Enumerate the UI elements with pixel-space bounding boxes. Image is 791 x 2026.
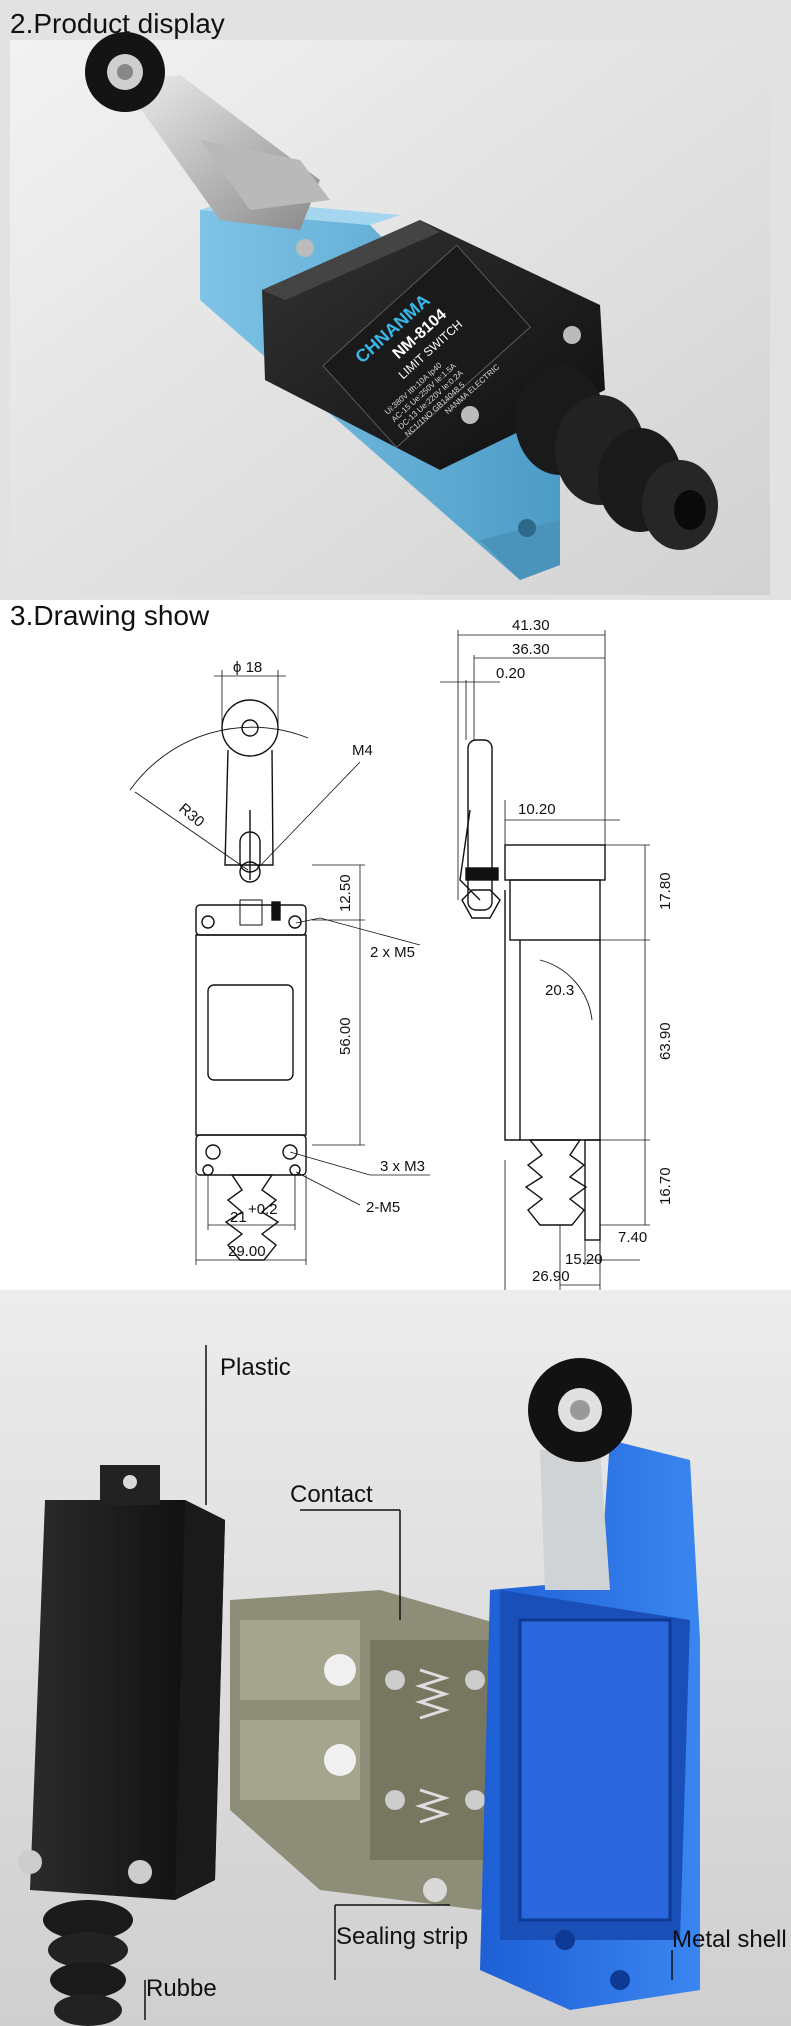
dim-56-00: 56.00 [337,1017,354,1055]
exploded-view: Plastic Contact Sealing strip Metal shel… [0,1290,791,2026]
label-contact: Contact [290,1481,373,1508]
dim-roller-dia: ϕ 18 [233,659,262,676]
dim-41-30: 41.30 [512,617,550,634]
rubber-boot-part [43,1900,133,2026]
dim-21-tolerance: +0.2 [248,1201,278,1218]
contact-block-part [230,1590,530,1910]
product-display-section: 2.Product display [0,0,791,600]
screw-icon [296,239,314,257]
drawing-show-heading: 3.Drawing show [10,600,210,631]
dim-10-20: 10.20 [518,801,556,818]
dim-17-80: 17.80 [657,872,674,910]
dim-63-90: 63.90 [657,1022,674,1060]
dim-21: 21 [230,1209,247,1226]
label-rubber: Rubbe [146,1975,217,2002]
rubber-boot [515,365,718,550]
side-view [440,630,650,1290]
plastic-housing-part [18,1465,225,2026]
dim-16-70: 16.70 [657,1167,674,1205]
screw-icon [461,406,479,424]
dim-20-3: 20.3 [545,982,574,999]
product-photo: CHNANMA NM-8104 LIMIT SWITCH Ui:380V Ith… [10,32,770,595]
dim-36-30: 36.30 [512,641,550,658]
dim-m4: M4 [352,742,373,759]
dim-3xm3: 3 x M3 [380,1158,425,1175]
dim-0-20: 0.20 [496,665,525,682]
label-sealing-strip: Sealing strip [336,1923,468,1950]
exploded-view-section: Plastic Contact Sealing strip Metal shel… [0,1290,791,2026]
dim-12-50: 12.50 [337,874,354,912]
dim-29-00: 29.00 [228,1243,266,1260]
label-metal-shell: Metal shell [672,1926,787,1953]
dim-7-40: 7.40 [618,1229,647,1246]
roller-arm [85,32,330,230]
technical-drawing: ϕ 18 M4 R30 12.50 2 x M5 56.00 3 x M3 2-… [129,617,674,1290]
screw-icon [563,326,581,344]
dim-2m5: 2-M5 [366,1199,400,1216]
label-plastic: Plastic [220,1354,291,1381]
front-view [129,670,430,1265]
dim-2xm5: 2 x M5 [370,944,415,961]
dim-26-90: 26.90 [532,1268,570,1285]
metal-shell-part [480,1358,700,2010]
dim-15-20: 15.20 [565,1251,603,1268]
drawing-show-section: 3.Drawing show [0,600,791,1290]
dim-r30: R30 [175,800,207,831]
